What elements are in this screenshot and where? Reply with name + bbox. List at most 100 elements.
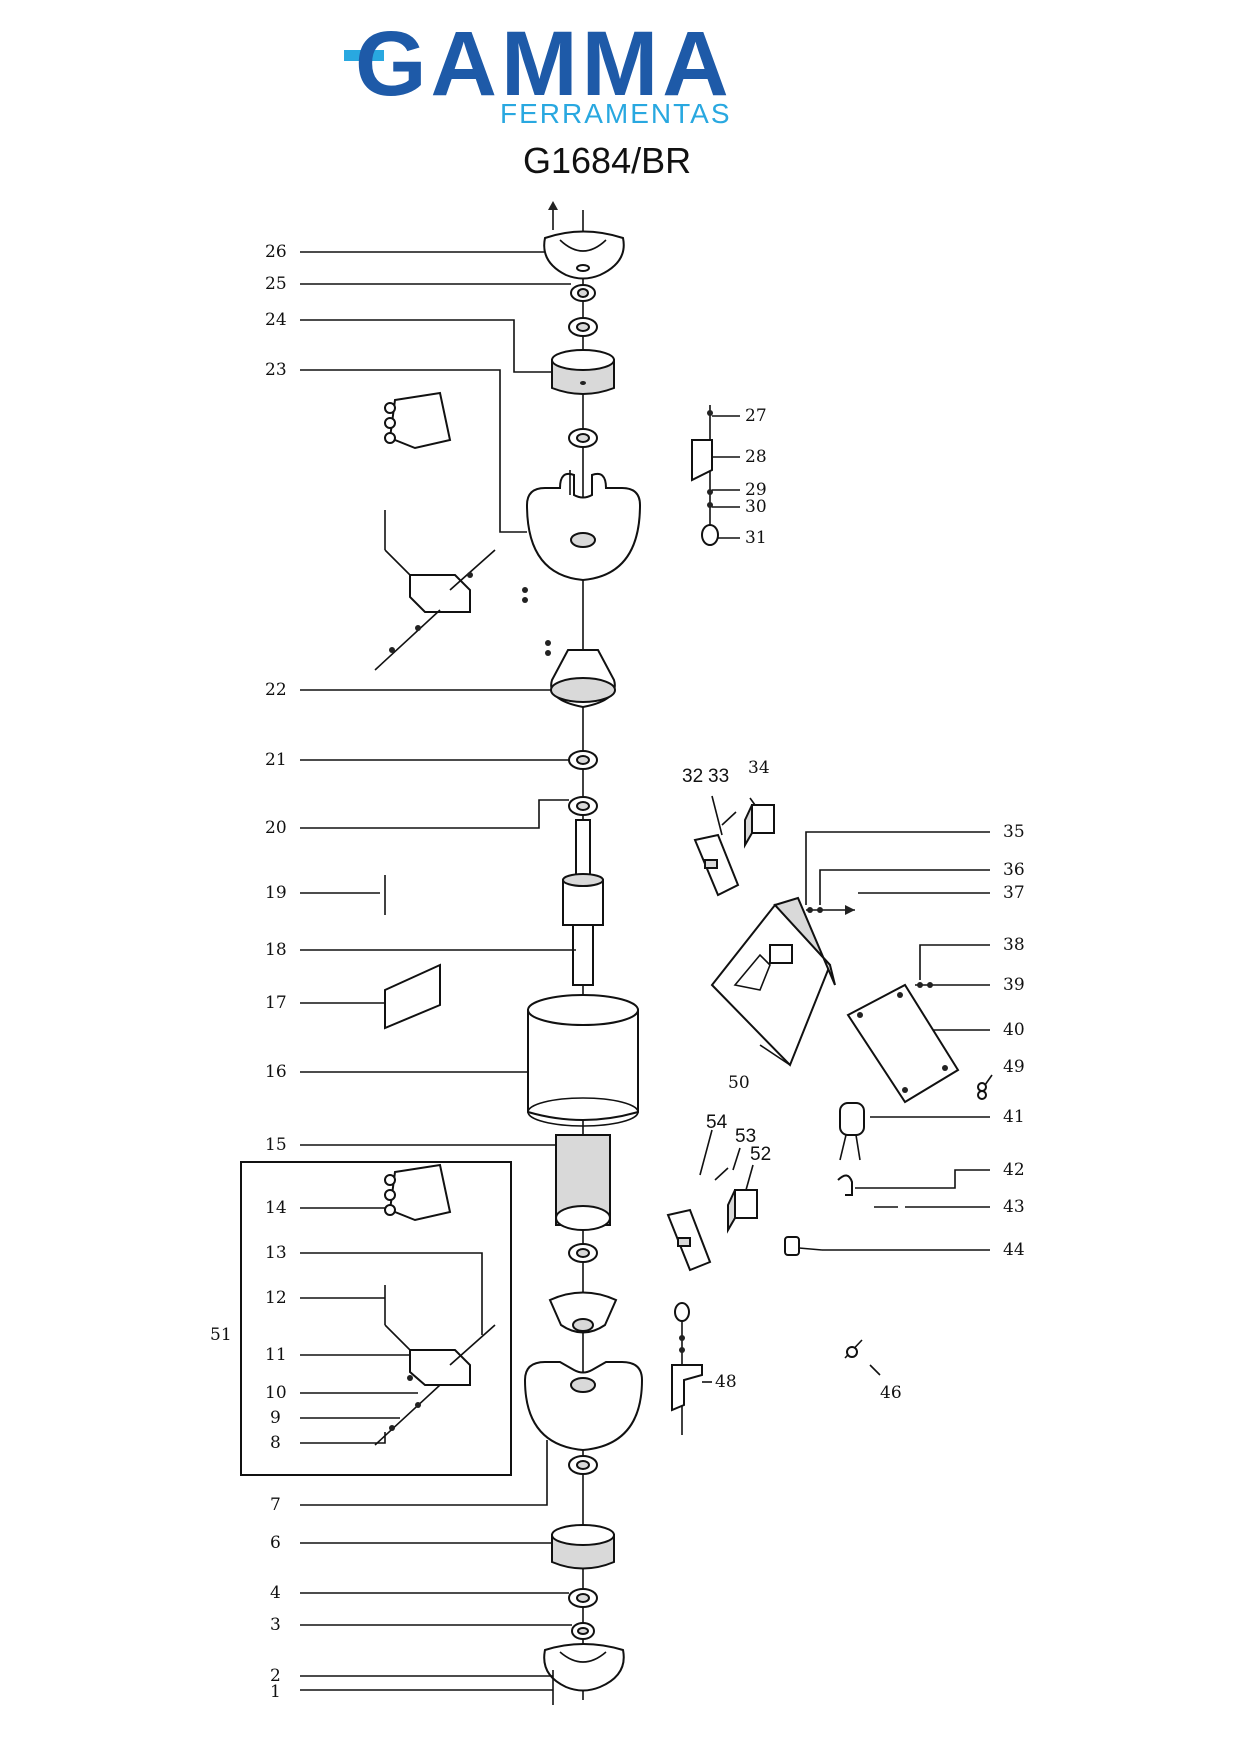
callout-23: 23 bbox=[265, 360, 287, 380]
part-38-39-screws bbox=[915, 982, 960, 988]
callout-31: 31 bbox=[745, 528, 767, 548]
part-44-power-cord bbox=[784, 1236, 823, 1256]
callout-18: 18 bbox=[265, 940, 287, 960]
part-17-label bbox=[384, 963, 441, 1030]
callout-19: 19 bbox=[265, 883, 287, 903]
callout-24: 24 bbox=[265, 310, 287, 330]
callout-20: 20 bbox=[265, 818, 287, 838]
callout-28: 28 bbox=[745, 447, 767, 467]
leader-lines bbox=[300, 251, 993, 1691]
brand-logo: GAMMA bbox=[355, 13, 733, 115]
part-20-bearing bbox=[568, 796, 598, 816]
callout-14: 14 bbox=[265, 1198, 287, 1218]
callout-36: 36 bbox=[1003, 860, 1025, 880]
callout-9: 9 bbox=[270, 1408, 281, 1428]
callout-2: 2 bbox=[270, 1666, 281, 1686]
callout-44: 44 bbox=[1003, 1240, 1025, 1260]
callout-34: 34 bbox=[748, 758, 770, 778]
part-21-bearing bbox=[568, 750, 598, 770]
part-7-guard-lower bbox=[523, 1361, 644, 1452]
callout-43: 43 bbox=[1003, 1197, 1025, 1217]
callout-labels: 26 25 24 23 22 21 20 19 18 17 16 15 14 1… bbox=[210, 242, 1025, 1702]
part-52-54-switch-set bbox=[666, 1167, 758, 1272]
part-26-guard-top bbox=[543, 230, 625, 280]
part-flange-lower bbox=[568, 1455, 598, 1475]
callout-25: 25 bbox=[265, 274, 287, 294]
part-50-base bbox=[710, 896, 836, 1067]
part-4-flange bbox=[568, 1588, 598, 1608]
part-25-nut bbox=[570, 284, 596, 302]
callout-1: 1 bbox=[270, 1682, 281, 1702]
part-40-back-cover bbox=[846, 983, 960, 1104]
part-eye-shield-bracket bbox=[374, 510, 528, 671]
part-48-tool-rest-lower bbox=[671, 1302, 703, 1435]
part-3-nut bbox=[571, 1622, 595, 1640]
part-24-flange bbox=[568, 317, 598, 337]
part-cover-lower bbox=[548, 1291, 618, 1334]
part-27-31-tool-rest bbox=[691, 405, 719, 546]
callout-13: 13 bbox=[265, 1243, 287, 1263]
part-46-knob bbox=[844, 1339, 863, 1359]
callout-48: 48 bbox=[715, 1372, 737, 1392]
part-guard-upper bbox=[525, 470, 642, 582]
part-18-rotor-shaft bbox=[562, 819, 604, 986]
callout-22: 22 bbox=[265, 680, 287, 700]
model-number: G1684/BR bbox=[523, 140, 692, 181]
callout-15: 15 bbox=[265, 1135, 287, 1155]
callout-51: 51 bbox=[210, 1325, 232, 1345]
callout-33: 33 bbox=[708, 766, 729, 787]
part-15-stator-winding bbox=[555, 1134, 611, 1231]
callout-53: 53 bbox=[735, 1126, 756, 1147]
callout-3: 3 bbox=[270, 1615, 281, 1635]
callout-46: 46 bbox=[880, 1383, 902, 1403]
brand-header: GAMMA FERRAMENTAS G1684/BR bbox=[0, 0, 1240, 181]
part-14-spark-deflector bbox=[384, 1163, 452, 1222]
part-screw-top bbox=[548, 201, 558, 230]
kit-51-box bbox=[240, 1161, 512, 1476]
callout-17: 17 bbox=[265, 993, 287, 1013]
callout-42: 42 bbox=[1003, 1160, 1025, 1180]
part-flange-upper bbox=[568, 428, 598, 448]
callout-16: 16 bbox=[265, 1062, 287, 1082]
part-2-guard-bottom bbox=[543, 1643, 625, 1692]
part-49-clip bbox=[977, 1082, 987, 1100]
callout-35: 35 bbox=[1003, 822, 1025, 842]
part-41-capacitor bbox=[839, 1102, 865, 1161]
part-spark-deflector bbox=[384, 391, 452, 450]
callout-12: 12 bbox=[265, 1288, 287, 1308]
part-42-cable-clip bbox=[837, 1174, 853, 1196]
callout-39: 39 bbox=[1003, 975, 1025, 995]
callout-41: 41 bbox=[1003, 1107, 1025, 1127]
callout-49: 49 bbox=[1003, 1057, 1025, 1077]
callout-21: 21 bbox=[265, 750, 287, 770]
logo-accent-bar bbox=[344, 50, 384, 61]
callout-54: 54 bbox=[706, 1112, 728, 1133]
part-16-stator-housing bbox=[527, 994, 639, 1127]
part-bearing-lower bbox=[568, 1243, 598, 1263]
part-22-wheel-cup bbox=[545, 640, 616, 709]
callout-38: 38 bbox=[1003, 935, 1025, 955]
callout-8: 8 bbox=[270, 1433, 281, 1453]
brand-subtitle: FERRAMENTAS bbox=[500, 98, 732, 129]
callout-6: 6 bbox=[270, 1533, 281, 1553]
callout-30: 30 bbox=[745, 497, 767, 517]
callout-50: 50 bbox=[728, 1073, 750, 1093]
callout-52: 52 bbox=[750, 1144, 771, 1165]
callout-11: 11 bbox=[265, 1345, 287, 1365]
callout-29: 29 bbox=[745, 480, 767, 500]
part-6-wheel-lower bbox=[551, 1524, 615, 1570]
part-32-33-switch-plate bbox=[693, 811, 740, 897]
callout-10: 10 bbox=[265, 1383, 287, 1403]
part-8-13-bracket-set bbox=[374, 1285, 496, 1446]
callout-4: 4 bbox=[270, 1583, 281, 1603]
callout-26: 26 bbox=[265, 242, 287, 262]
callout-7: 7 bbox=[270, 1495, 281, 1515]
part-23-wheel-upper bbox=[551, 349, 615, 395]
part-34-switch bbox=[744, 804, 775, 849]
callout-37: 37 bbox=[1003, 883, 1025, 903]
callout-32: 32 bbox=[682, 766, 703, 787]
callout-40: 40 bbox=[1003, 1020, 1025, 1040]
callout-27: 27 bbox=[745, 406, 767, 426]
part-35-37-cable-clamp bbox=[806, 905, 855, 915]
